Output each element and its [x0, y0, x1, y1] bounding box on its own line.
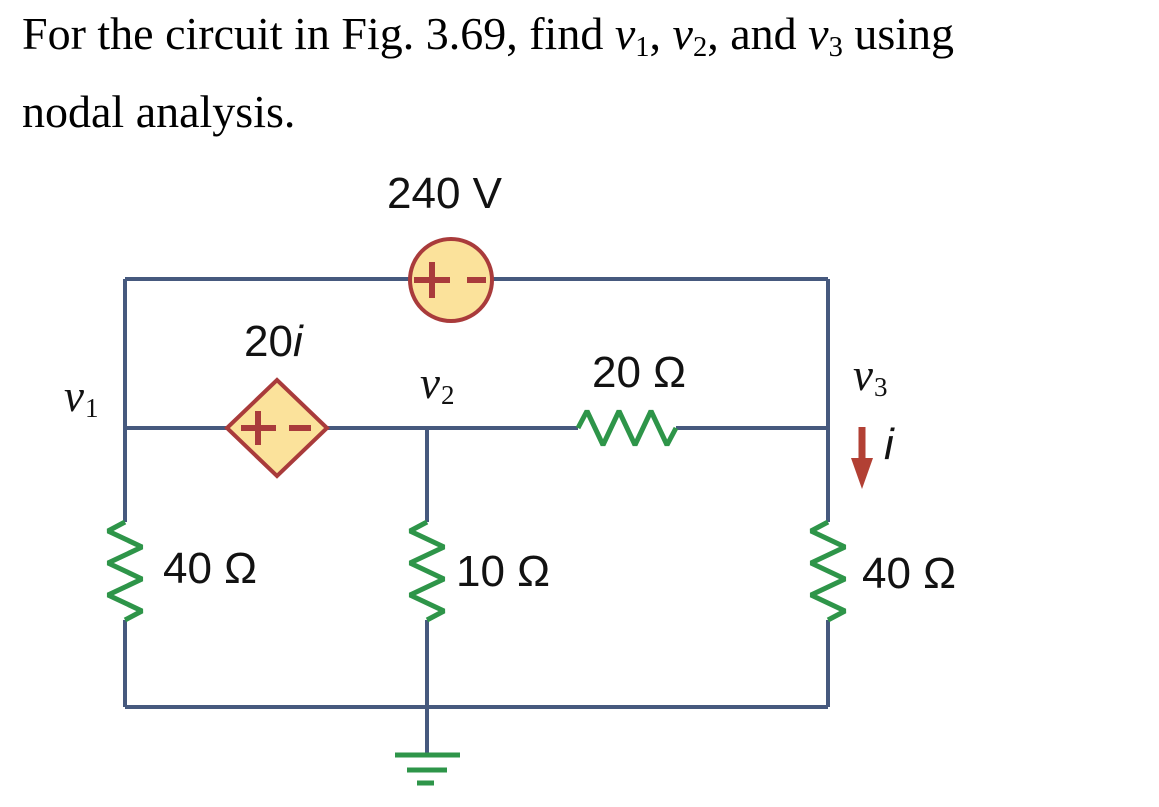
label-10ohm: 10 Ω — [456, 547, 551, 596]
plus-icon — [241, 411, 276, 445]
v1-sub: 1 — [84, 392, 99, 423]
resistor-40ohm-right — [809, 519, 847, 623]
label-40ohm-right: 40 Ω — [862, 549, 957, 598]
resistor-10ohm-middle — [408, 519, 446, 623]
var-v2-sub: 2 — [692, 32, 708, 64]
label-20i-coeff: 20 — [244, 317, 293, 366]
problem-line-1: For the circuit in Fig. 3.69, find v1, v… — [22, 2, 1152, 80]
var-v2: v — [672, 8, 693, 59]
v2-var: v — [420, 358, 440, 408]
label-20ohm: 20 Ω — [592, 348, 687, 397]
v3-var: v — [853, 350, 873, 400]
problem-statement: For the circuit in Fig. 3.69, find v1, v… — [22, 2, 1152, 144]
node-label-v2: v2 — [420, 361, 454, 409]
v2-sub: 2 — [440, 379, 455, 410]
resistor-40ohm-left — [106, 519, 144, 623]
current-arrow-head — [851, 458, 873, 489]
ground-icon — [395, 752, 460, 786]
label-40ohm-left: 40 Ω — [163, 544, 258, 593]
var-v1: v — [614, 8, 636, 59]
problem-text: For the circuit in Fig. 3.69, find — [22, 8, 615, 59]
label-20i-var: i — [292, 317, 303, 366]
var-v1-sub: 1 — [635, 32, 650, 64]
voltage-source-240v — [408, 237, 494, 323]
v3-sub: 3 — [873, 371, 888, 402]
dependent-source-20i — [224, 377, 330, 479]
node-label-v1: v1 — [64, 374, 98, 422]
node-label-v3: v3 — [853, 353, 887, 401]
label-current-i: i — [884, 420, 894, 469]
resistor-20ohm-top — [575, 409, 679, 447]
problem-text: , — [649, 8, 673, 59]
problem-line-2: nodal analysis. — [22, 86, 296, 138]
var-v3: v — [808, 8, 829, 59]
problem-text: , and — [707, 8, 809, 59]
var-v3-sub: 3 — [828, 32, 843, 64]
plus-icon — [414, 262, 450, 298]
label-240v: 240 V — [387, 169, 502, 218]
v1-var: v — [64, 371, 84, 421]
problem-text: using — [842, 8, 955, 59]
label-20i: 20i — [244, 320, 303, 364]
